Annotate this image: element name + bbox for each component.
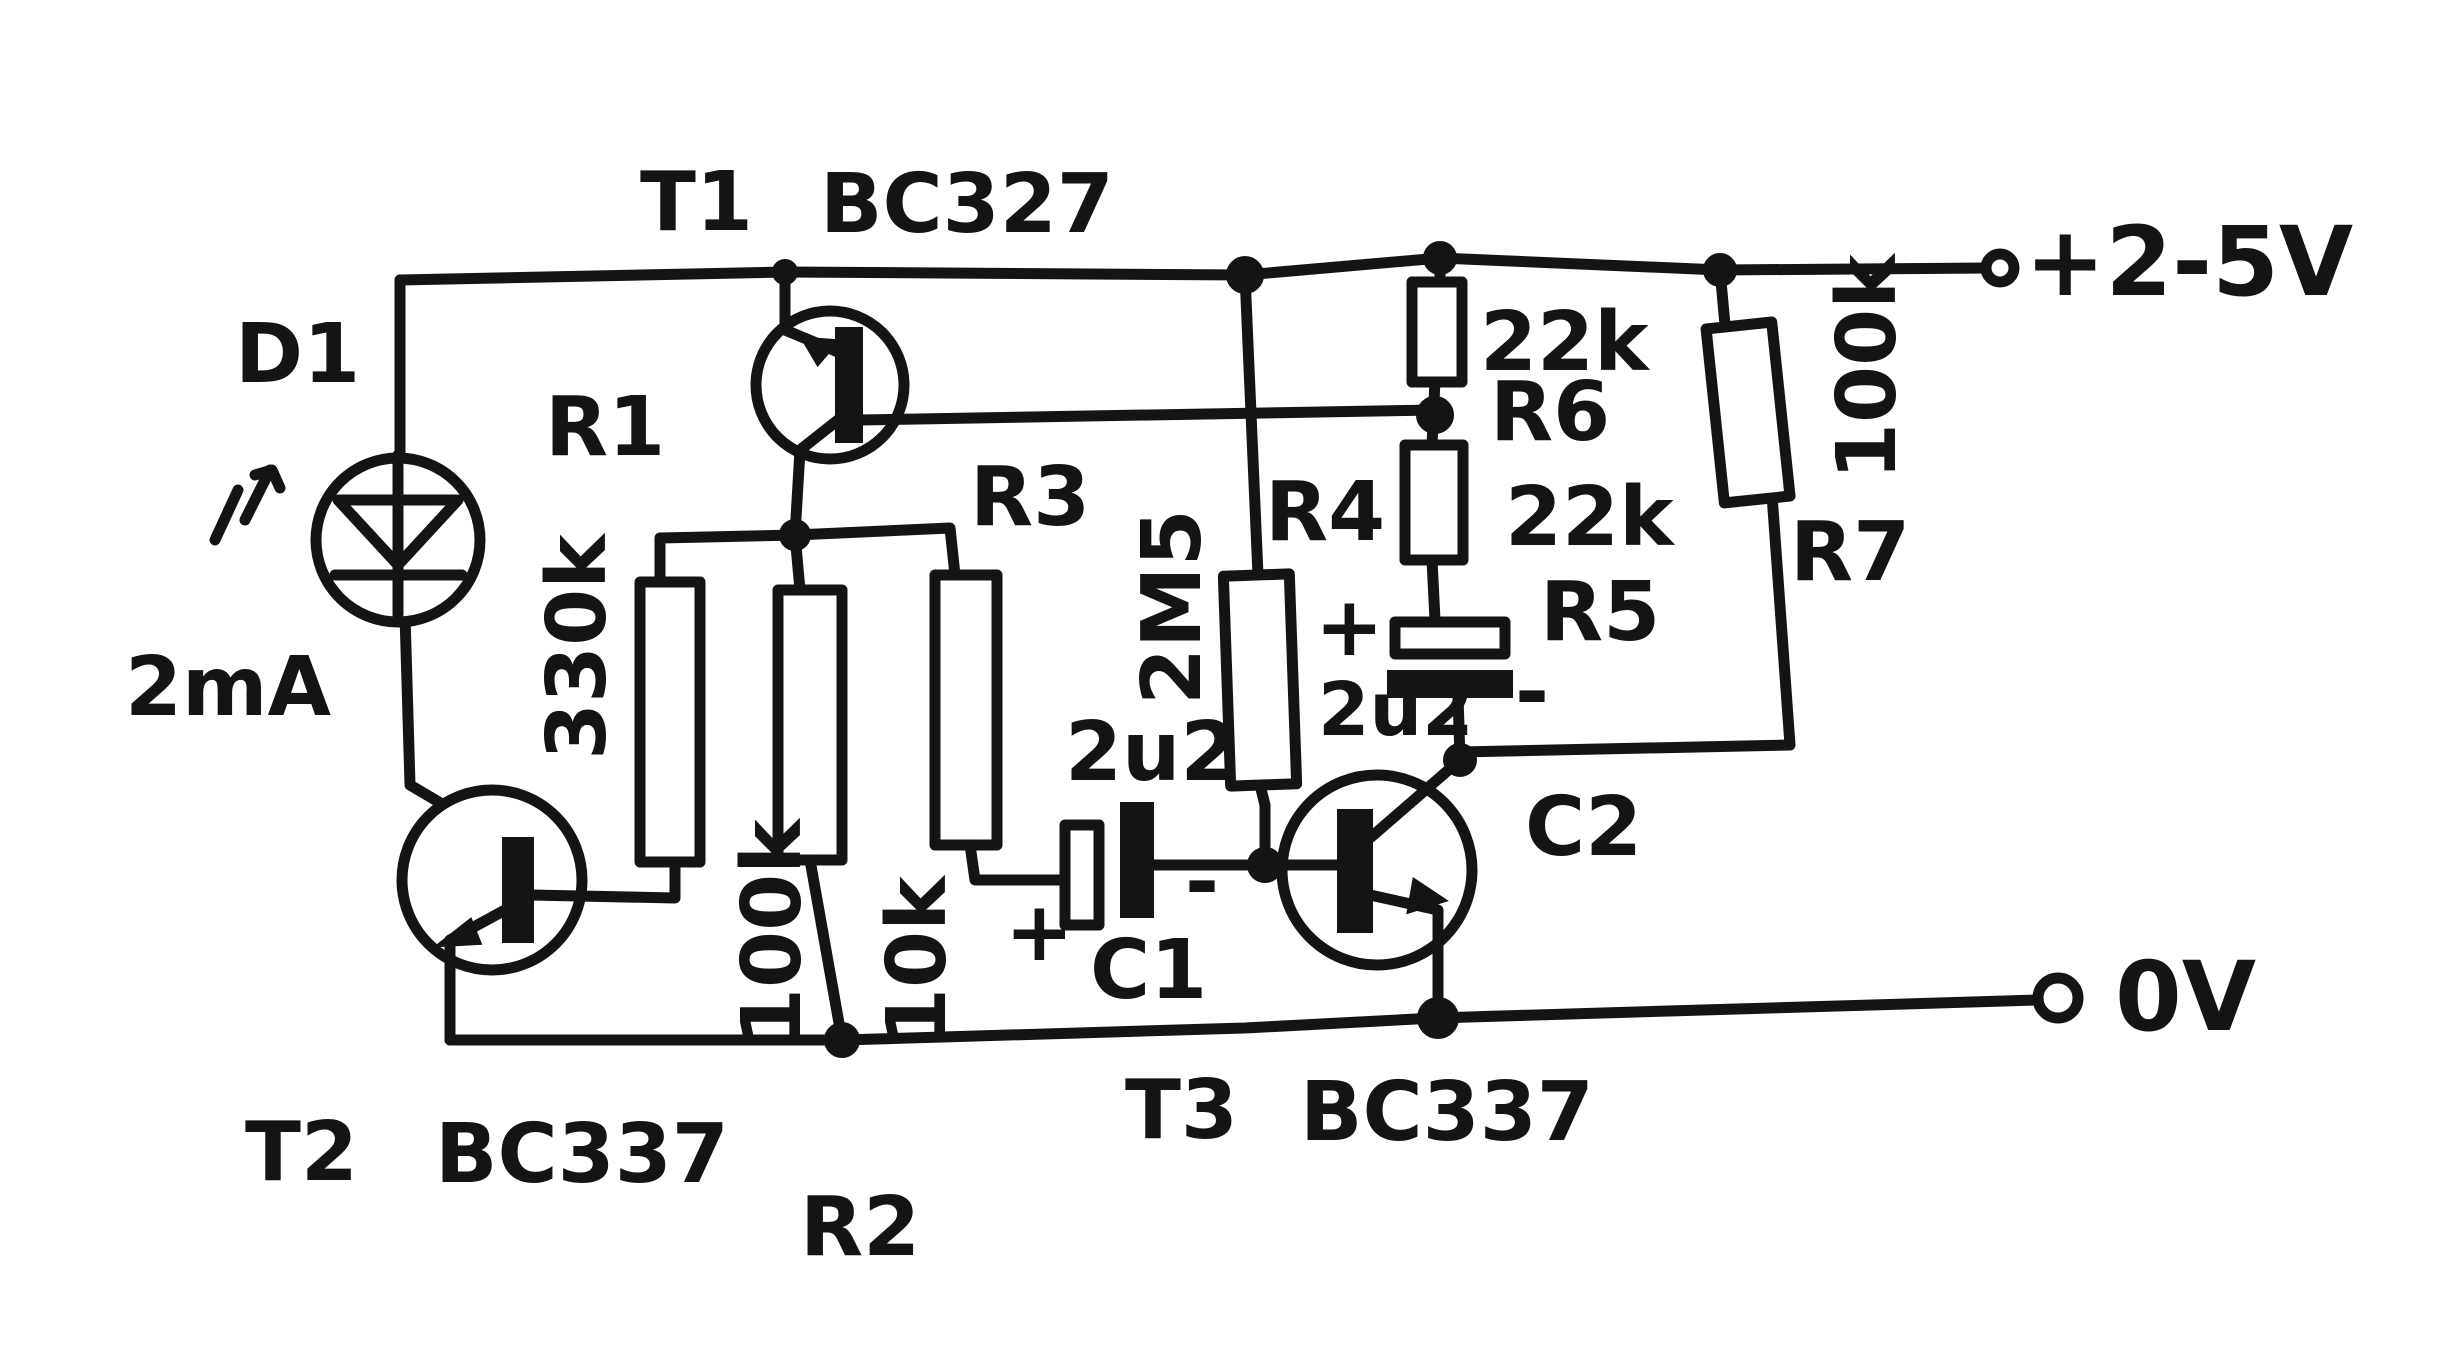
c1-plus-sign: + — [1005, 885, 1074, 980]
c2-label: C2 — [1525, 780, 1642, 875]
c2-plus-sign: + — [1315, 580, 1384, 675]
r3-label: R3 — [970, 450, 1090, 545]
r3-resistor — [929, 569, 1003, 851]
r3-bottom-wire — [964, 839, 1071, 886]
d1-label: D1 — [235, 307, 360, 402]
r5-label: R5 — [1540, 565, 1660, 660]
r4-label: R4 — [1265, 465, 1385, 560]
r4-resistor — [1217, 568, 1303, 792]
t2-label: T2 — [245, 1105, 358, 1200]
r7-value-label: 100k — [1820, 252, 1915, 480]
r6-label: R6 — [1490, 365, 1610, 460]
r5-resistor — [1399, 439, 1469, 566]
t3-label: T3 — [1125, 1063, 1238, 1158]
c1-minus-sign: - — [1185, 835, 1219, 930]
junction-dots — [772, 241, 1737, 1058]
r4-wire — [1239, 269, 1271, 871]
r2-value-label: 100k — [725, 817, 820, 1045]
t2-transistor — [396, 784, 588, 1046]
t1-transistor — [750, 266, 910, 541]
c2-value-label: 2u2 — [1318, 667, 1474, 753]
t3-transistor — [1259, 754, 1478, 1024]
c2-minus-sign: - — [1515, 645, 1549, 740]
positive-rail — [394, 252, 1994, 286]
supply-ground-label: 0V — [2115, 941, 2256, 1053]
r2-ground-wire — [804, 854, 848, 1046]
t1-label: T1 — [640, 155, 753, 250]
r6-resistor — [1406, 276, 1468, 388]
positive-terminal — [1980, 248, 2020, 288]
c1-value-label: 2u2 — [1065, 705, 1238, 800]
ground-terminal — [2032, 972, 2084, 1024]
r6-value-label: 22k — [1480, 295, 1651, 390]
t3-type-label: BC337 — [1300, 1065, 1594, 1160]
c1-capacitor — [1059, 802, 1154, 931]
r7-label: R7 — [1790, 505, 1910, 600]
supply-positive-label: +2-5V — [2025, 206, 2353, 318]
c1-label: C1 — [1090, 923, 1207, 1018]
r1-label: R1 — [545, 380, 665, 475]
r7-resistor — [1700, 316, 1796, 509]
t1-base-wire — [854, 404, 1441, 426]
r3-value-label: 10k — [870, 874, 965, 1045]
r1-resistor — [634, 576, 706, 868]
t2-type-label: BC337 — [435, 1107, 729, 1202]
r4-value-label: 2M5 — [1125, 509, 1220, 705]
t1-type-label: BC327 — [820, 157, 1114, 252]
c2-capacitor — [1387, 616, 1513, 698]
r5-value-label: 22k — [1505, 470, 1676, 565]
ground-rail — [444, 994, 2044, 1046]
d1-current-label: 2mA — [125, 640, 331, 735]
d1-led — [209, 449, 486, 628]
r1-value-label: 330k — [530, 532, 625, 760]
r2-label: R2 — [800, 1180, 920, 1275]
t2-base-wire — [525, 859, 681, 904]
